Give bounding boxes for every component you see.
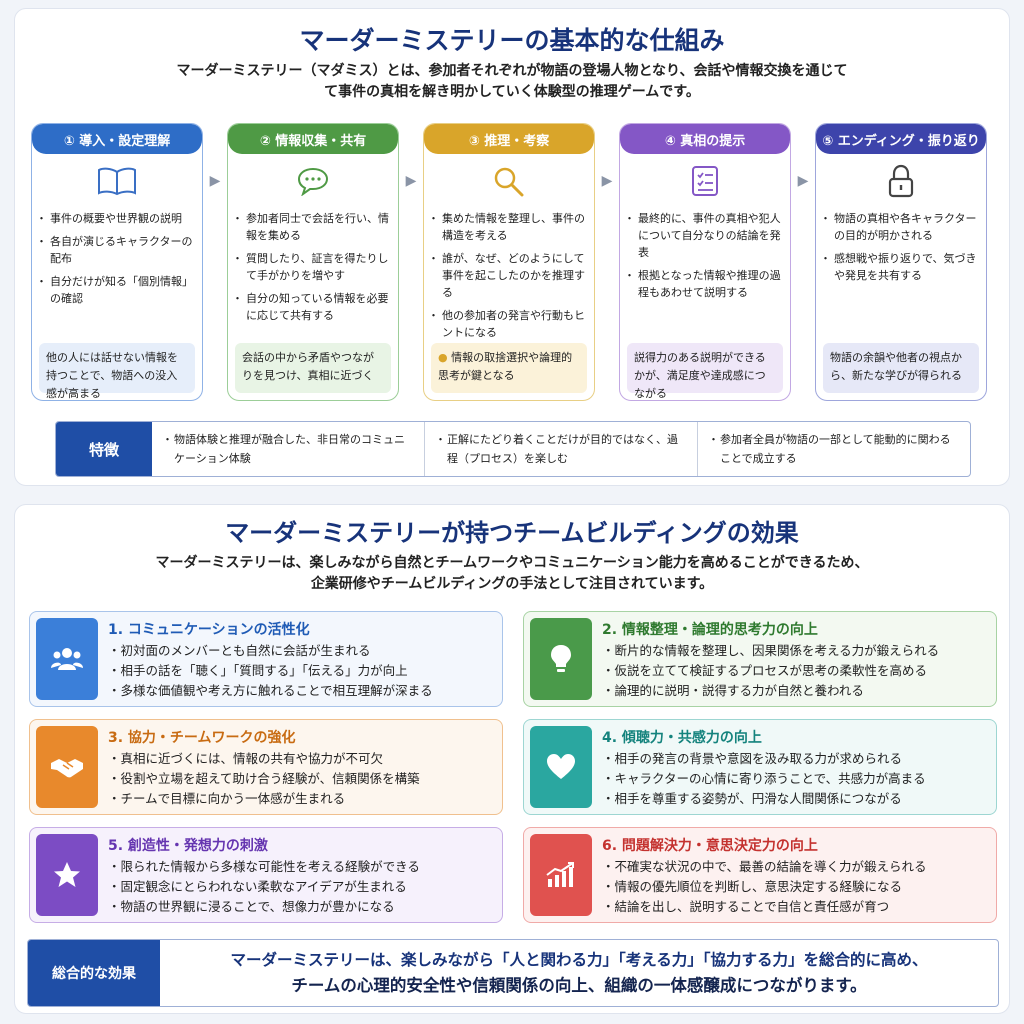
- team-building-intro: マーダーミステリーは、楽しみながら自然とチームワークやコミュニケーション能力を高…: [155, 555, 869, 592]
- arrow-right-icon: ▶: [209, 173, 221, 189]
- summary-bar: 総合的な効果 マーダーミステリーは、楽しみながら「人と関わる力」「考える力」「協…: [27, 939, 999, 1007]
- step-header: ⑤ エンディング・振り返り: [816, 124, 986, 154]
- feature-item: 物語体験と推理が融合した、非日常のコミュニケーション体験: [152, 422, 424, 476]
- effect-title: 1. コミュニケーションの活性化: [108, 622, 310, 638]
- effect-details: ・相手の発言の背景や意図を汲み取る力が求められる ・キャラクターの心情に寄り添う…: [602, 751, 926, 806]
- arrow-right-icon: ▶: [601, 173, 613, 189]
- summary-text: マーダーミステリーは、楽しみながら「人と関わる力」「考える力」「協力する力」を総…: [230, 951, 928, 995]
- feature-item: 参加者全員が物語の一部として能動的に関わることで成立する: [697, 422, 970, 476]
- effect-card-4: 4. 傾聴力・共感力の向上 ・相手の発言の背景や意図を汲み取る力が求められる ・…: [523, 719, 997, 815]
- feature-item: 正解にたどり着くことだけが目的ではなく、過程（プロセス）を楽しむ: [424, 422, 697, 476]
- effect-card-3: 3. 協力・チームワークの強化 ・真相に近づくには、情報の共有や協力が不可欠 ・…: [29, 719, 503, 815]
- arrow-right-icon: ▶: [405, 173, 417, 189]
- team-building-title: マーダーミステリーが持つチームビルディングの効果: [225, 519, 799, 547]
- step-card-5: ⑤ エンディング・振り返り 物語の真相や各キャラクターの目的が明かされる 感想戦…: [815, 123, 987, 401]
- step-note: 物語の余韻や他者の視点から、新たな学びが得られる: [823, 343, 979, 393]
- effect-title: 3. 協力・チームワークの強化: [108, 730, 296, 746]
- step-note: ● 情報の取捨選択や論理的思考が鍵となる: [431, 343, 587, 393]
- effect-title: 4. 傾聴力・共感力の向上: [602, 730, 762, 746]
- step-note: 会話の中から矛盾やつながりを見つけ、真相に近づく: [235, 343, 391, 393]
- effect-details: ・断片的な情報を整理し、因果関係を考える力が鍛えられる ・仮説を立てて検証するプ…: [602, 643, 940, 698]
- effect-card-6: 6. 問題解決力・意思決定力の向上 ・不確実な状況の中で、最善の結論を導く力が鍛…: [523, 827, 997, 923]
- star-icon: [36, 834, 98, 916]
- step-header: ③ 推理・考察: [424, 124, 594, 154]
- effect-details: ・不確実な状況の中で、最善の結論を導く力が鍛えられる ・情報の優先順位を判断し、…: [602, 859, 927, 914]
- people-icon: [36, 618, 98, 700]
- effect-details: ・初対面のメンバーとも自然に会話が生まれる ・相手の話を「聴く」「質問する」「伝…: [108, 643, 433, 698]
- magnifier-icon: [424, 164, 594, 198]
- book-icon: [32, 164, 202, 198]
- step-note: 他の人には話せない情報を持つことで、物語への没入感が高まる: [39, 343, 195, 400]
- handshake-icon: [36, 726, 98, 808]
- step-card-3: ③ 推理・考察 集めた情報を整理し、事件の構造を考える 誰が、なぜ、どのようにし…: [423, 123, 595, 401]
- mechanism-panel: マーダーミステリーの基本的な仕組み マーダーミステリー（マダミス）とは、参加者そ…: [14, 8, 1010, 486]
- step-details: 最終的に、事件の真相や犯人について自分なりの結論を発表 根拠となった情報や推理の…: [624, 210, 784, 307]
- effect-card-2: 2. 情報整理・論理的思考力の向上 ・断片的な情報を整理し、因果関係を考える力が…: [523, 611, 997, 707]
- effect-title: 6. 問題解決力・意思決定力の向上: [602, 838, 818, 854]
- lightbulb-icon: [530, 618, 592, 700]
- team-building-panel: マーダーミステリーが持つチームビルディングの効果 マーダーミステリーは、楽しみな…: [14, 504, 1010, 1014]
- effect-card-5: 5. 創造性・発想力の刺激 ・限られた情報から多様な可能性を考える経験ができる …: [29, 827, 503, 923]
- lock-icon: [816, 164, 986, 198]
- step-header: ① 導入・設定理解: [32, 124, 202, 154]
- features-bar: 特徴 物語体験と推理が融合した、非日常のコミュニケーション体験 正解にたどり着く…: [55, 421, 971, 477]
- step-note: 説得力のある説明ができるかが、満足度や達成感につながる: [627, 343, 783, 400]
- step-details: 集めた情報を整理し、事件の構造を考える 誰が、なぜ、どのようにして事件を起こした…: [428, 210, 588, 347]
- effect-details: ・限られた情報から多様な可能性を考える経験ができる ・固定観念にとらわれない柔軟…: [108, 859, 420, 914]
- step-card-4: ④ 真相の提示 最終的に、事件の真相や犯人について自分なりの結論を発表 根拠とな…: [619, 123, 791, 401]
- step-header: ④ 真相の提示: [620, 124, 790, 154]
- features-label: 特徴: [56, 422, 152, 476]
- checklist-icon: [620, 164, 790, 198]
- heart-icon: [530, 726, 592, 808]
- mechanism-intro: マーダーミステリー（マダミス）とは、参加者それぞれが物語の登場人物となり、会話や…: [176, 63, 848, 100]
- effect-card-1: 1. コミュニケーションの活性化 ・初対面のメンバーとも自然に会話が生まれる ・…: [29, 611, 503, 707]
- mechanism-title: マーダーミステリーの基本的な仕組み: [299, 26, 725, 55]
- effect-title: 2. 情報整理・論理的思考力の向上: [602, 622, 818, 638]
- summary-label: 総合的な効果: [28, 940, 160, 1006]
- effect-title: 5. 創造性・発想力の刺激: [108, 838, 268, 854]
- step-details: 参加者同士で会話を行い、情報を集める 質問したり、証言を得たりして手がかりを増や…: [232, 210, 392, 330]
- step-card-2: ② 情報収集・共有 参加者同士で会話を行い、情報を集める 質問したり、証言を得た…: [227, 123, 399, 401]
- chat-bubble-icon: [228, 164, 398, 198]
- arrow-right-icon: ▶: [797, 173, 809, 189]
- step-card-1: ① 導入・設定理解 事件の概要や世界観の説明 各自が演じるキャラクターの配布 自…: [31, 123, 203, 401]
- growth-chart-icon: [530, 834, 592, 916]
- step-details: 事件の概要や世界観の説明 各自が演じるキャラクターの配布 自分だけが知る「個別情…: [36, 210, 196, 313]
- step-header: ② 情報収集・共有: [228, 124, 398, 154]
- effect-details: ・真相に近づくには、情報の共有や協力が不可欠 ・役割や立場を超えて助け合う経験が…: [108, 751, 420, 806]
- step-details: 物語の真相や各キャラクターの目的が明かされる 感想戦や振り返りで、気づきや発見を…: [820, 210, 980, 290]
